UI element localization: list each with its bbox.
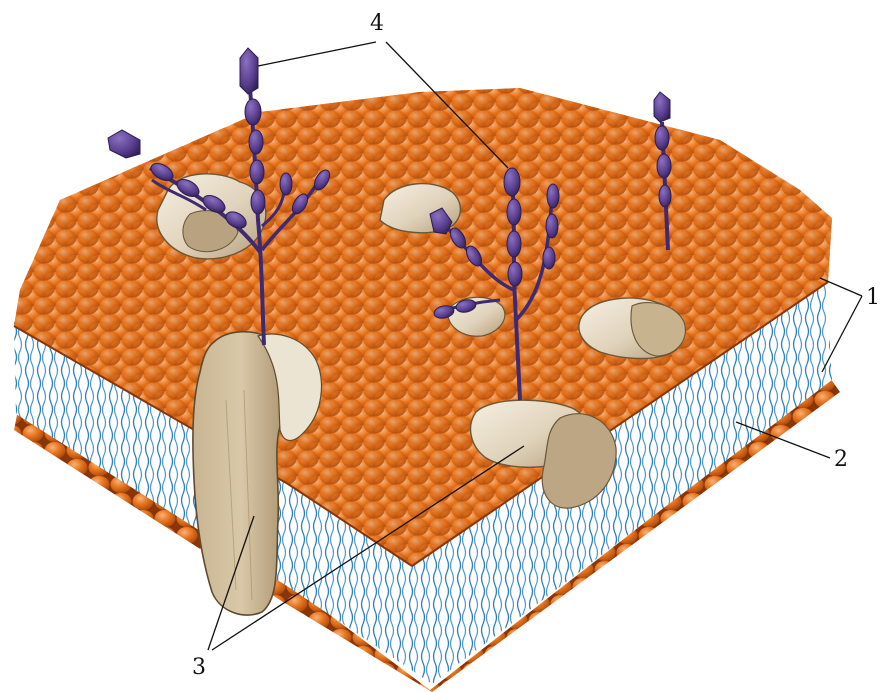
- callout-label-3: 3: [192, 655, 206, 680]
- callout-label-2: 2: [834, 447, 848, 472]
- callout-label-1: 1: [866, 285, 880, 310]
- callout-label-4: 4: [370, 11, 384, 36]
